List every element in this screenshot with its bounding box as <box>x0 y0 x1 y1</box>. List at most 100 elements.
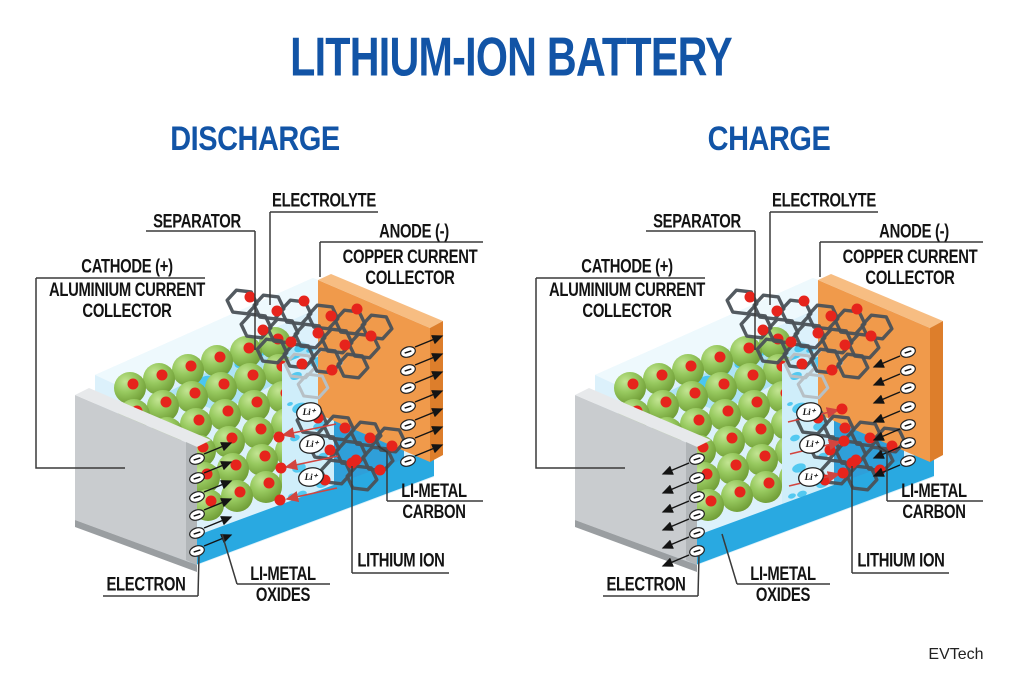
electron-icon <box>689 472 705 484</box>
leader-line <box>377 445 388 501</box>
svg-text:Li⁺: Li⁺ <box>305 439 320 449</box>
lithium-flow-arrow <box>284 455 339 471</box>
electron-icon <box>689 491 705 503</box>
label-electrolyte: ELECTROLYTE <box>772 190 876 212</box>
electron-icon <box>900 401 916 413</box>
label-electron: ELECTRON <box>106 574 186 596</box>
svg-text:Li⁺: Li⁺ <box>302 407 317 417</box>
electron-icon <box>189 491 205 503</box>
electron-flow-arrow <box>203 442 233 455</box>
electron-icon <box>189 472 205 484</box>
label-cathode: CATHODE (+) <box>581 256 673 278</box>
lithium-ion-dot <box>274 494 286 506</box>
lithium-flow-arrow <box>281 423 337 439</box>
electron-icon <box>900 437 916 449</box>
label-electrolyte: ELECTROLYTE <box>272 190 376 212</box>
lithium-ion-icon: Li⁺ <box>298 467 324 487</box>
svg-text:Li⁺: Li⁺ <box>304 472 319 482</box>
label-electron: ELECTRON <box>606 574 686 596</box>
electron-flow-arrow <box>661 481 690 494</box>
electron-icon <box>689 527 705 539</box>
label-separator: SEPARATOR <box>653 211 741 233</box>
leader-lines <box>35 211 483 597</box>
electron-icon <box>400 364 416 376</box>
electron-flow <box>661 346 916 567</box>
label-separator: SEPARATOR <box>153 211 241 233</box>
lithium-ion-flow: Li⁺ Li⁺ Li⁺ <box>787 402 850 487</box>
label-lithium-ion: LITHIUM ION <box>857 550 945 572</box>
electron-icon <box>400 419 416 431</box>
electron-icon <box>900 419 916 431</box>
label-aluminium-current-collector: ALUMINIUM CURRENT COLLECTOR <box>548 280 706 322</box>
electron-icon <box>400 346 416 358</box>
electron-icon <box>689 509 705 521</box>
electron-flow-arrow <box>414 371 444 384</box>
electron-flow-arrow <box>414 353 444 366</box>
electron-flow-arrow <box>661 536 690 549</box>
graphite-lattice <box>225 288 407 492</box>
electron-flow-arrow <box>872 410 901 423</box>
label-copper-current-collector: COPPER CURRENT COLLECTOR <box>342 247 478 289</box>
label-li-metal-oxides: LI-METAL OXIDES <box>250 564 316 606</box>
electron-flow-arrow <box>203 461 233 474</box>
svg-text:Li⁺: Li⁺ <box>802 407 817 417</box>
leader-line <box>697 554 700 597</box>
electron-icon <box>400 382 416 394</box>
electron-flow-arrow <box>661 500 690 513</box>
electron-flow-arrow <box>414 444 444 457</box>
battery-diagram-discharge: Li⁺ Li⁺ Li⁺ ELECTROLYTE SEPARATOR ANODE (-… <box>0 170 512 640</box>
electron-flow-arrow <box>203 516 233 529</box>
electron-icon <box>189 509 205 521</box>
label-li-metal-oxides: LI-METAL OXIDES <box>750 564 816 606</box>
electron-flow-arrow <box>872 428 901 441</box>
electron-icon <box>900 455 916 467</box>
electron-flow-arrow <box>661 554 690 567</box>
leader-line <box>721 533 738 585</box>
svg-text:Li⁺: Li⁺ <box>805 439 820 449</box>
electron-flow-arrow <box>872 391 901 404</box>
lithium-ion-icon: Li⁺ <box>796 402 822 422</box>
label-aluminium-current-collector: ALUMINIUM CURRENT COLLECTOR <box>48 280 206 322</box>
lithium-ion-icon: Li⁺ <box>799 434 825 454</box>
leader-line <box>535 278 625 469</box>
battery-illustration-discharge: Li⁺ Li⁺ Li⁺ <box>35 211 483 597</box>
electron-icon <box>189 453 205 465</box>
electron-icon <box>189 527 205 539</box>
battery-diagram-charge: Li⁺Li⁺Li⁺ ELECTROLYTE SEPARATOR ANODE (-… <box>500 170 1012 640</box>
leader-line <box>877 445 888 501</box>
aluminium-collector-slab <box>75 388 211 572</box>
lithium-ion-dot <box>836 403 848 415</box>
leader-line <box>221 533 238 585</box>
electron-flow-arrow <box>414 390 444 403</box>
brand-watermark: EVTech <box>928 646 984 663</box>
electron-flow-arrow <box>872 373 901 386</box>
label-li-metal-carbon: LI-METAL CARBON <box>401 481 467 523</box>
electron-icon <box>400 437 416 449</box>
svg-text:Li⁺: Li⁺ <box>804 472 819 482</box>
label-cathode: CATHODE (+) <box>81 256 173 278</box>
electron-flow-arrow <box>872 355 901 368</box>
leader-line <box>197 554 200 597</box>
electron-flow-arrow <box>414 426 444 439</box>
label-anode: ANODE (-) <box>379 221 449 243</box>
electron-flow-arrow <box>203 480 233 493</box>
lithium-ion-icon: Li⁺ <box>299 434 325 454</box>
lithium-ion-icon: Li⁺ <box>798 467 824 487</box>
leader-line <box>35 278 125 469</box>
label-li-metal-carbon: LI-METAL CARBON <box>901 481 967 523</box>
label-lithium-ion: LITHIUM ION <box>357 550 445 572</box>
electron-flow-arrow <box>661 518 690 531</box>
electron-flow-arrow <box>414 335 444 348</box>
electron-flow-arrow <box>203 498 233 511</box>
electron-flow-arrow <box>203 534 233 547</box>
charge-heading: CHARGE <box>707 120 831 158</box>
electron-icon <box>900 346 916 358</box>
leader-lines <box>535 211 983 597</box>
lithium-ion-dot <box>838 435 850 447</box>
electron-icon <box>400 455 416 467</box>
page-title: LITHIUM-ION BATTERY <box>290 25 732 88</box>
lithium-ion-dot <box>275 462 287 474</box>
lithium-ion-icon: Li⁺ <box>296 402 322 422</box>
lithium-ion-flow: Li⁺ Li⁺ Li⁺ <box>273 402 339 506</box>
battery-illustration-charge: Li⁺ Li⁺ Li⁺ <box>535 211 983 597</box>
